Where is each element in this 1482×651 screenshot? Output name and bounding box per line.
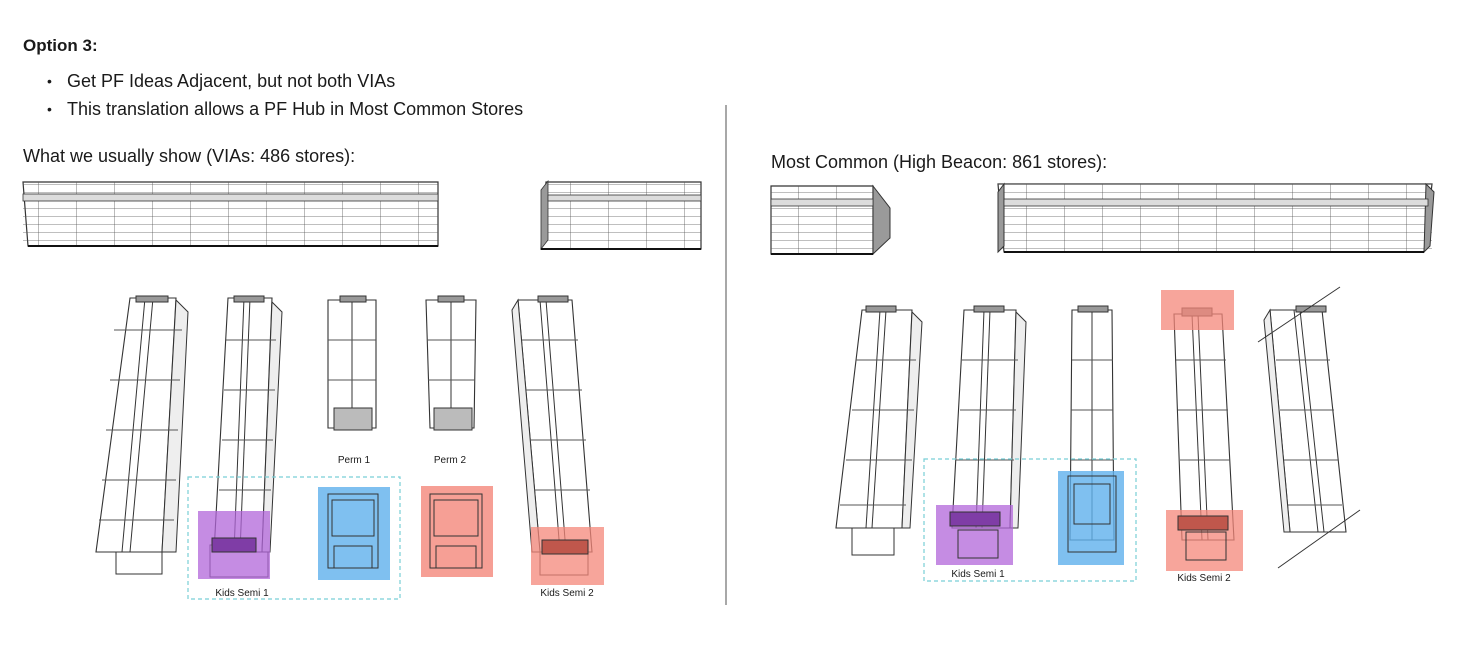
bullet-list: Get PF Ideas Adjacent, but not both VIAs… [47, 68, 523, 124]
left-wall-fixture-long [22, 181, 439, 247]
right-gondola-2 [951, 305, 1027, 529]
left-blue-zone [318, 487, 390, 580]
right-caption: Most Common (High Beacon: 861 stores): [771, 152, 1108, 172]
left-caption: What we usually show (VIAs: 486 stores): [23, 146, 356, 166]
left-red-zone [421, 486, 493, 577]
right-dashed-group [923, 458, 1137, 582]
option-title: Option 3: [23, 36, 98, 55]
left-gondola-perm1 [327, 295, 377, 431]
label-left-kids-semi-2: Kids Semi 2 [540, 588, 594, 599]
right-kids-semi-1-zone [936, 505, 1013, 565]
left-dashed-group [187, 476, 401, 600]
bullet-item: Get PF Ideas Adjacent, but not both VIAs [47, 68, 523, 96]
label-left-kids-semi-1: Kids Semi 1 [215, 588, 269, 599]
right-wall-fixture-short [770, 184, 891, 256]
left-wall-fixture-short [540, 179, 702, 251]
left-kids-semi-2-zone [531, 527, 604, 585]
right-red-top-zone [1161, 290, 1234, 330]
right-wall-fixture-long [997, 182, 1435, 254]
left-gondola-5 [511, 295, 593, 576]
left-kids-semi-1-zone [198, 511, 270, 579]
right-blue-zone [1058, 471, 1124, 565]
label-perm-2: Perm 2 [434, 455, 467, 466]
right-kids-semi-2-zone [1166, 510, 1243, 571]
label-right-kids-semi-2: Kids Semi 2 [1177, 573, 1231, 584]
label-right-kids-semi-1: Kids Semi 1 [951, 569, 1005, 580]
left-gondola-perm2 [425, 295, 477, 431]
right-gondola-1 [835, 305, 923, 556]
bullet-item: This translation allows a PF Hub in Most… [47, 96, 523, 124]
label-perm-1: Perm 1 [338, 455, 371, 466]
right-gondola-4 [1173, 307, 1235, 541]
left-gondola-1 [95, 295, 189, 575]
panel-divider [725, 105, 727, 605]
right-gondola-5 [1257, 286, 1361, 569]
